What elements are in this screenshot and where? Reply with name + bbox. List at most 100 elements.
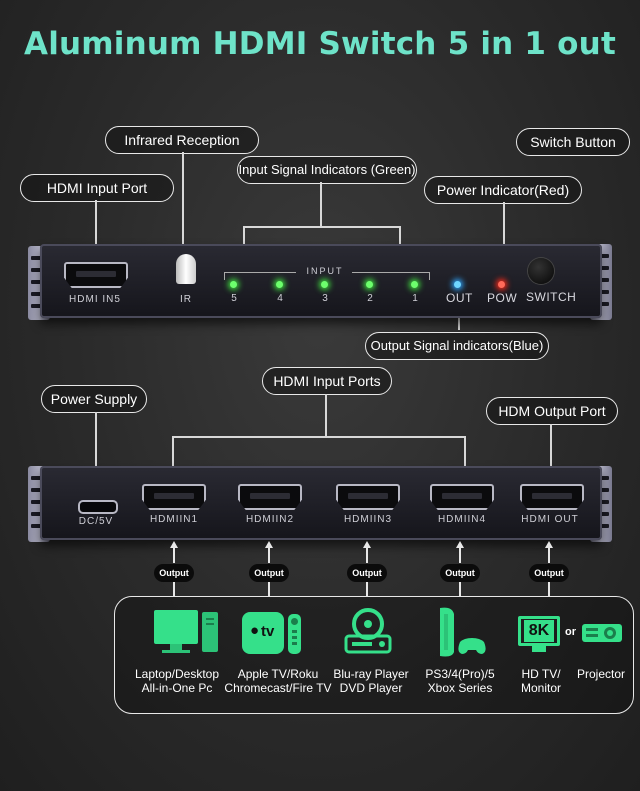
led-input-5 [230,281,237,288]
arrow-up-icon [265,541,273,548]
input-number-1: 1 [412,293,418,304]
connector-line [182,152,184,250]
or-text: or [565,626,576,638]
switch-button[interactable] [528,258,554,284]
resolution-badge: 8K [524,620,554,642]
tv-badge: tv [261,623,275,640]
callout-hdmi-input-ports: HDMI Input Ports [262,367,392,395]
device-label: Blu-ray Player DVD Player [330,667,412,695]
connector-line [550,424,552,484]
connector-line [95,412,97,496]
input-bracket [224,272,225,280]
callout-infrared: Infrared Reception [105,126,259,154]
connector-line [548,582,550,596]
connector-line [243,226,400,228]
input-label: INPUT [306,266,344,276]
hdmi-out-label: HDMI OUT [521,514,579,525]
output-tag: Output [529,564,569,582]
device-line1: HD TV/ [521,667,561,681]
connector-line [172,436,174,484]
hdmi-in4-port [430,484,494,510]
apple-logo-icon: ● [250,622,260,639]
device-line2: Chromecast/Fire TV [224,681,332,695]
device-label: PS3/4(Pro)/5 Xbox Series [418,667,502,695]
device-label: Laptop/Desktop All-in-One Pc [128,667,226,695]
connector-line [268,547,270,563]
device-line2: Xbox Series [427,681,493,695]
hdmi-in5-port [64,262,128,288]
callout-output-signal: Output Signal indicators(Blue) [365,332,549,360]
led-input-3 [321,281,328,288]
computer-icon [154,610,218,653]
hdmi-in3-label: HDMIIN3 [343,514,393,525]
input-bracket [352,272,430,273]
output-tag: Output [347,564,387,582]
hdmi-in2-port [238,484,302,510]
hdmi-in1-label: HDMIIN1 [149,514,199,525]
input-bracket [429,272,430,280]
input-number-5: 5 [231,293,237,304]
dc-label: DC/5V [78,516,114,527]
connector-line [320,182,322,226]
input-number-2: 2 [367,293,373,304]
device-line1: Apple TV/Roku [237,667,319,681]
monitor-stand [532,646,546,652]
arrow-up-icon [170,541,178,548]
callout-power-indicator: Power Indicator(Red) [424,176,582,204]
callout-hdmi-input-port: HDMI Input Port [20,174,174,202]
connector-line [325,394,327,436]
hdmi-in5-label: HDMI IN5 [69,294,121,305]
led-input-4 [276,281,283,288]
device-line2: DVD Player [339,681,403,695]
hdmi-in2-label: HDMIIN2 [245,514,295,525]
arrow-up-icon [545,541,553,548]
hdmi-in3-port [336,484,400,510]
callout-input-signal: Input Signal Indicators (Green) [237,156,417,184]
device-line2: Monitor [520,681,561,695]
ir-receiver [176,254,196,284]
callout-hdm-output-port: HDM Output Port [486,397,618,425]
led-input-1 [411,281,418,288]
ir-label: IR [180,294,192,305]
device-line2: All-in-One Pc [141,681,213,695]
monitor-icon: 8K [518,616,560,646]
device-label: HD TV/ Monitor [508,667,574,695]
compatible-devices-box [114,596,634,714]
output-tag: Output [154,564,194,582]
switch-label: SWITCH [526,290,577,304]
hdmi-in4-label: HDMIIN4 [437,514,487,525]
bluray-icon [344,608,392,654]
connector-line [173,547,175,563]
connector-line [459,547,461,563]
connector-line [366,582,368,596]
arrow-up-icon [363,541,371,548]
input-number-3: 3 [322,293,328,304]
callout-power-supply: Power Supply [41,385,147,413]
device-line1: PS3/4(Pro)/5 [425,667,495,681]
hdmi-in1-port [142,484,206,510]
device-label: Apple TV/Roku Chromecast/Fire TV [222,667,334,695]
connector-line [268,582,270,596]
arrow-up-icon [456,541,464,548]
device-line1: Blu-ray Player [333,667,409,681]
connector-line [173,582,175,596]
front-panel [40,244,602,318]
usb-c-port [78,500,118,514]
connector-line [464,436,466,484]
connector-line [366,547,368,563]
out-label: OUT [446,291,473,305]
connector-line [459,582,461,596]
connector-line [95,200,97,258]
console-icon [440,607,486,657]
hdmi-out-port [520,484,584,510]
led-output [454,281,461,288]
output-tag: Output [249,564,289,582]
back-panel [40,466,602,540]
connector-line [172,436,465,438]
led-power [498,281,505,288]
connector-line [503,202,505,254]
page-title: Aluminum HDMI Switch 5 in 1 out [24,26,616,62]
pow-label: POW [487,291,518,305]
output-tag: Output [440,564,480,582]
led-input-2 [366,281,373,288]
